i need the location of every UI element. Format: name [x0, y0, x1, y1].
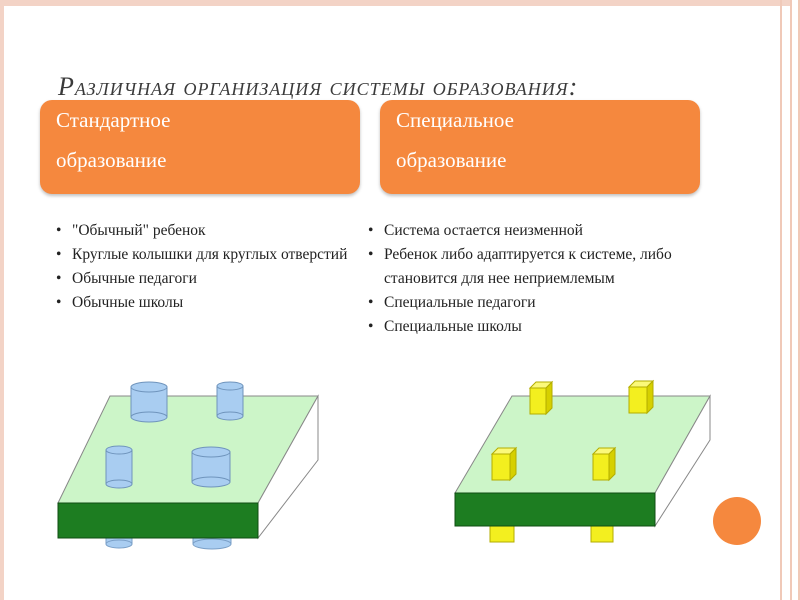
square-peg-bottom-left [489, 525, 515, 543]
square-peg [528, 380, 554, 416]
square-pegs-board [454, 379, 711, 543]
list-item: Система остается неизменной [364, 219, 709, 243]
standard-header-line1: Стандартное [56, 108, 171, 132]
square-peg [627, 379, 655, 415]
slide-frame-left [0, 0, 4, 600]
standard-education-header: Стандартное образование [40, 100, 360, 194]
special-header-line2: образование [396, 148, 507, 172]
list-item: "Обычный" ребенок [52, 219, 362, 243]
board-front [454, 492, 656, 527]
square-peg [591, 446, 617, 482]
slide-frame-right [790, 0, 800, 600]
list-item: Ребенок либо адаптируется к системе, либ… [364, 243, 709, 291]
board-front [57, 502, 259, 539]
round-peg [130, 381, 168, 423]
round-peg [191, 446, 231, 488]
list-item: Специальные школы [364, 315, 709, 339]
special-education-header: Специальное образование [380, 100, 700, 194]
standard-education-list: "Обычный" ребенок Круглые колышки для кр… [52, 219, 362, 315]
square-peg-bottom-right [590, 525, 614, 543]
slide-frame-top [0, 0, 800, 6]
decorative-orange-circle [713, 497, 761, 545]
list-item: Обычные школы [52, 291, 362, 315]
list-item: Обычные педагоги [52, 267, 362, 291]
round-pegs-board [57, 381, 319, 550]
standard-header-line2: образование [56, 148, 167, 172]
slide-frame-right-line [780, 0, 782, 600]
square-peg [490, 446, 518, 482]
list-item: Специальные педагоги [364, 291, 709, 315]
special-header-line1: Специальное [396, 108, 514, 132]
list-item: Круглые колышки для круглых отверстий [52, 243, 362, 267]
round-peg [216, 381, 244, 421]
slide-title: Различная организация системы образовани… [58, 72, 579, 101]
round-peg [105, 445, 133, 489]
special-education-list: Система остается неизменной Ребенок либо… [364, 219, 709, 339]
